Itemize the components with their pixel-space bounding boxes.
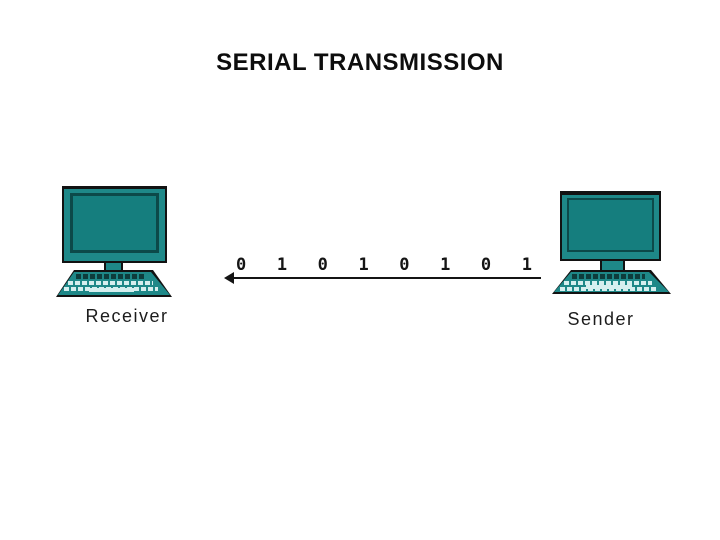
bit-value: 1	[276, 255, 288, 275]
bit-value: 1	[440, 255, 451, 275]
left-arrowhead-icon	[224, 272, 234, 284]
bit-value: 1	[521, 255, 532, 275]
monitor-screen	[70, 193, 159, 253]
monitor-icon	[62, 186, 167, 263]
keyboard-keys-row	[564, 281, 652, 285]
receiver-label: Receiver	[85, 306, 169, 326]
monitor-screen	[567, 198, 654, 252]
keyboard-keys-row	[68, 281, 154, 285]
page-title: SERIAL TRANSMISSION	[216, 49, 504, 76]
bit-stream: 0 1 0 1 0 1 0 1	[236, 255, 532, 275]
keyboard-spacebar	[586, 285, 633, 289]
monitor-icon	[560, 191, 661, 261]
transmission-line	[228, 277, 541, 279]
bit-value: 0	[236, 255, 247, 275]
bit-value: 1	[358, 255, 369, 275]
bit-value: 0	[480, 255, 492, 275]
keyboard-icon	[554, 272, 669, 292]
keyboard-keys-row	[75, 274, 147, 279]
bit-value: 0	[317, 255, 328, 275]
bit-value: 0	[399, 255, 410, 275]
keyboard-keys-row	[559, 287, 657, 291]
keyboard-icon	[58, 272, 170, 295]
sender-label: Sender	[567, 309, 635, 329]
keyboard-keys-row	[572, 274, 645, 279]
keyboard-spacebar	[89, 288, 135, 292]
